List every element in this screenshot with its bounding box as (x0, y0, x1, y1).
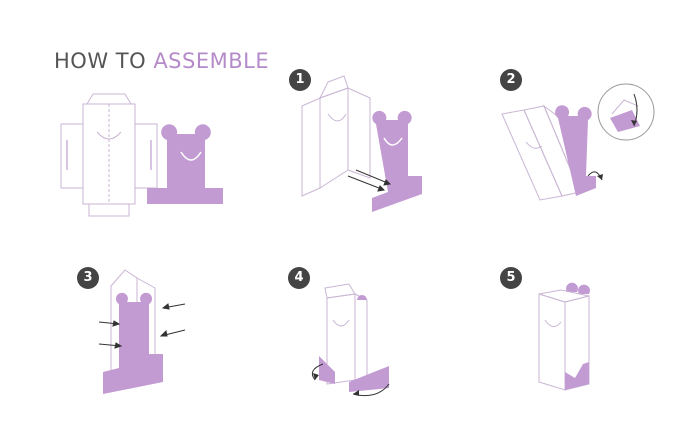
step-3-illustration (97, 268, 192, 398)
title-how-to: HOW TO (54, 49, 146, 73)
step-5-badge: 5 (500, 267, 522, 289)
step-1-illustration (298, 70, 428, 215)
page-title: HOW TO ASSEMBLE (54, 48, 269, 74)
title-assemble: ASSEMBLE (153, 49, 269, 73)
step-4-illustration (305, 280, 400, 402)
overview-parts-illustration (55, 90, 235, 220)
step-5-illustration (535, 280, 595, 395)
step-3-badge: 3 (77, 267, 99, 289)
step-2-illustration (500, 84, 655, 209)
character-cutout (147, 124, 223, 204)
